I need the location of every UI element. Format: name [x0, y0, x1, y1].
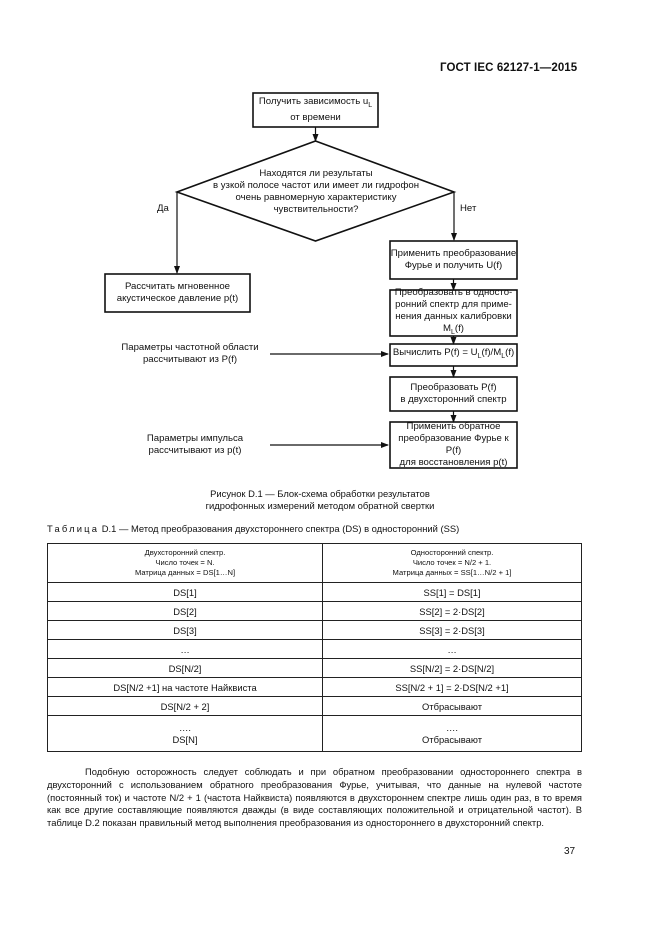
right-box-3-a: Вычислить P(f) = U	[392, 347, 478, 359]
left-box-border	[104, 273, 251, 313]
page-number: 37	[564, 846, 576, 857]
right-box-3-b: (f)/M	[481, 347, 502, 359]
side-note-1-line1: Параметры частотной области	[121, 342, 259, 353]
side-note-2: Параметры импульса рассчитывают из p(t)	[120, 433, 270, 457]
table-row: DS[3]SS[3] = 2·DS[3]	[47, 620, 582, 640]
table-row: DS[2]SS[2] = 2·DS[2]	[47, 601, 582, 621]
table-cell-ss: SS[2] = 2·DS[2]	[322, 601, 582, 621]
right-box-3: Вычислить P(f) = UL(f)/ML(f)	[390, 344, 517, 366]
table-header-left: Двухсторонний спектр. Число точек = N. М…	[47, 543, 323, 583]
right-box-5-border	[389, 421, 518, 469]
figure-caption-line2: гидрофонных измерений методом обратной с…	[205, 500, 435, 511]
start-box-line1: Получить зависимость u	[258, 96, 369, 108]
side-note-1-line2: рассчитывают из P(f)	[142, 354, 238, 365]
header-right-line3: Матрица данных = SS[1…N/2 + 1]	[392, 568, 512, 577]
right-box-3-sub1: L	[477, 352, 482, 360]
decision-line1: Находятся ли результаты	[259, 168, 373, 179]
header-left-line3: Матрица данных = DS[1…N]	[134, 568, 236, 577]
table-cell-ss: Отбрасывают	[322, 696, 582, 716]
right-box-2-line2: ронний спектр для приме-	[395, 299, 512, 311]
right-box-4-line1: Преобразовать P(f)	[410, 382, 497, 393]
last-row-right-line2: Отбрасывают	[421, 733, 483, 745]
table-cell-ss: SS[N/2 + 1] = 2·DS[N/2 +1]	[322, 677, 582, 697]
decision-line4: чувствительности?	[273, 204, 359, 215]
flowchart-diagram	[104, 92, 518, 469]
table-cell-ds: DS[3]	[47, 620, 323, 640]
right-box-1: Применить преобразование Фурье и получит…	[390, 241, 517, 279]
last-row-left-line2: DS[N]	[172, 733, 198, 745]
table-header-row: Двухсторонний спектр. Число точек = N. М…	[47, 543, 582, 583]
right-box-5-line2: преобразование Фурье к P(f)	[398, 433, 509, 456]
figure-caption-line1: Рисунок D.1 — Блок-схема обработки резул…	[210, 488, 430, 499]
right-box-5-line1: Применить обратное	[406, 421, 501, 432]
table-cell-ds: DS[1]	[47, 582, 323, 602]
side-note-2-line2: рассчитывают из p(t)	[148, 445, 242, 456]
last-row-right-line1: ….	[446, 721, 458, 733]
table-row: …. DS[N] …. Отбрасывают	[47, 715, 582, 752]
table-cell-ds: DS[N/2 + 2]	[47, 696, 323, 716]
left-box-line2: акустическое давление p(t)	[116, 293, 239, 304]
last-row-left-line1: ….	[179, 721, 191, 733]
start-box: Получить зависимость uL от времени	[253, 93, 378, 127]
table-cell-ds: DS[2]	[47, 601, 323, 621]
table-cell-ds-last: …. DS[N]	[47, 715, 323, 752]
table-row: DS[N/2 + 2]Отбрасывают	[47, 696, 582, 716]
table-cell-ss: SS[1] = DS[1]	[322, 582, 582, 602]
decision-line3: очень равномерную характеристику	[235, 192, 397, 203]
table-cell-ds: …	[47, 639, 323, 659]
left-box-line1: Рассчитать мгновенное	[124, 281, 231, 292]
table-row: DS[1]SS[1] = DS[1]	[47, 582, 582, 602]
start-box-line2: от времени	[290, 111, 341, 123]
table-cell-ss: SS[3] = 2·DS[3]	[322, 620, 582, 640]
header-right-line1: Односторонний спектр.	[410, 548, 494, 557]
right-box-2: Преобразовать в односто- ронний спектр д…	[390, 287, 517, 336]
side-note-1: Параметры частотной области рассчитывают…	[110, 342, 270, 366]
side-note-2-line1: Параметры импульса	[146, 433, 244, 444]
right-box-1-line1: Применить преобразование	[390, 248, 517, 259]
start-box-sub: L	[368, 101, 373, 109]
right-box-1-line2: Фурье и получить U(f)	[404, 260, 503, 271]
table-cell-ss: …	[322, 639, 582, 659]
header-left-line1: Двухсторонний спектр.	[144, 548, 226, 557]
right-box-3-c: (f)	[505, 347, 515, 359]
table-row: DS[N/2]SS[N/2] = 2·DS[N/2]	[47, 658, 582, 678]
table-cell-ss-last: …. Отбрасывают	[322, 715, 582, 752]
document-id: ГОСТ IEC 62127-1—2015	[440, 62, 578, 74]
body-paragraph: Подобную осторожность следует соблюдать …	[47, 766, 582, 829]
conversion-table: Двухсторонний спектр. Число точек = N. М…	[47, 543, 582, 752]
table-caption-number: D.1	[99, 523, 117, 534]
right-box-4-line2: в двухсторонний спектр	[400, 394, 507, 405]
table-row: ……	[47, 639, 582, 659]
right-box-5-line3: для восстановления p(t)	[399, 457, 508, 468]
decision-text: Находятся ли результаты в узкой полосе ч…	[190, 165, 442, 219]
table-cell-ds: DS[N/2]	[47, 658, 323, 678]
right-box-4: Преобразовать P(f) в двухсторонний спект…	[390, 377, 517, 411]
yes-label: Да	[157, 203, 169, 214]
table-caption-prefix: Таблица	[47, 523, 100, 534]
right-box-2-line1: Преобразовать в односто-	[394, 287, 513, 299]
table-cell-ss: SS[N/2] = 2·DS[N/2]	[322, 658, 582, 678]
table-cell-ds: DS[N/2 +1] на частоте Найквиста	[47, 677, 323, 697]
decision-line2: в узкой полосе частот или имеет ли гидро…	[212, 180, 419, 191]
table-caption: Таблица D.1 — Метод преобразования двухс…	[47, 523, 459, 534]
right-box-5: Применить обратное преобразование Фурье …	[390, 421, 517, 468]
right-box-3-sub2: L	[501, 352, 506, 360]
figure-caption: Рисунок D.1 — Блок-схема обработки резул…	[160, 488, 480, 512]
table-header-right: Односторонний спектр. Число точек = N/2 …	[322, 543, 582, 583]
right-box-2-sub: L	[451, 328, 455, 336]
right-box-2-line3: нения данных калибровки M	[395, 311, 512, 335]
header-right-line2: Число точек = N/2 + 1.	[412, 558, 492, 567]
left-box: Рассчитать мгновенное акустическое давле…	[105, 274, 250, 312]
decision-diamond	[174, 140, 457, 242]
right-box-2-line3-end: (f)	[454, 323, 464, 335]
header-left-line2: Число точек = N.	[155, 558, 215, 567]
table-caption-text: — Метод преобразования двухстороннего сп…	[116, 523, 460, 534]
no-label: Нет	[460, 203, 477, 214]
